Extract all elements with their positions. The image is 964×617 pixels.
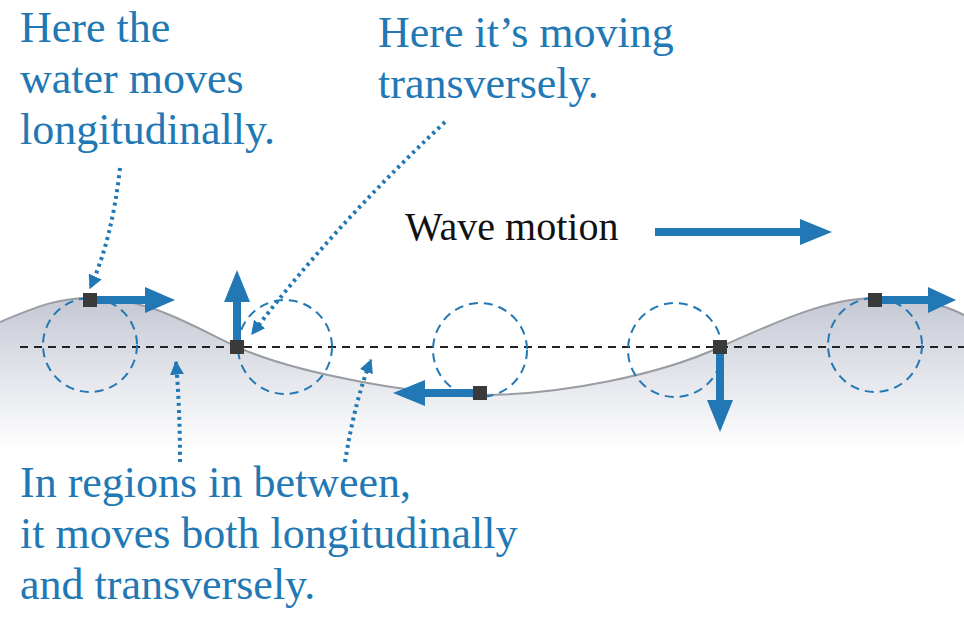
arrow-head [928,287,956,313]
leader-line [345,360,371,462]
water-parcel [230,340,244,354]
arrow-shaft [655,228,803,236]
arrow-head [145,287,175,313]
arrow-shaft [716,347,724,402]
orbit-circle [43,298,137,392]
velocity-arrows [90,270,956,432]
orbit-circle [433,303,527,397]
arrow-head [707,400,733,432]
water-parcel [83,293,97,307]
orbit-circle [238,300,332,394]
wave-motion-arrow [655,219,832,245]
arrow-shaft [875,296,930,304]
leader-line [90,168,120,288]
leader-lines [90,122,445,462]
equilibrium-line [20,346,964,348]
callout-text: Here the water moves longitudinally. [20,2,275,155]
arrow-shaft [423,389,480,397]
leader-line [176,362,180,462]
orbit-circles [43,298,922,397]
water-parcel [473,386,487,400]
water-parcels [83,293,882,400]
arrow-head [393,380,425,406]
orbit-circle [828,298,922,392]
water-parcel [868,293,882,307]
arrow-head [224,270,250,302]
callout-text: In regions in between, it moves both lon… [20,457,517,610]
arrow-shaft [90,296,148,304]
arrow-head [800,219,832,245]
water-parcel [713,340,727,354]
orbit-circle [628,303,722,397]
water-body [0,298,964,450]
water-surface [0,298,964,395]
direction-label: Wave motion [405,204,618,250]
arrow-shaft [233,300,241,347]
callout-text: Here it’s moving transversely. [378,7,674,109]
